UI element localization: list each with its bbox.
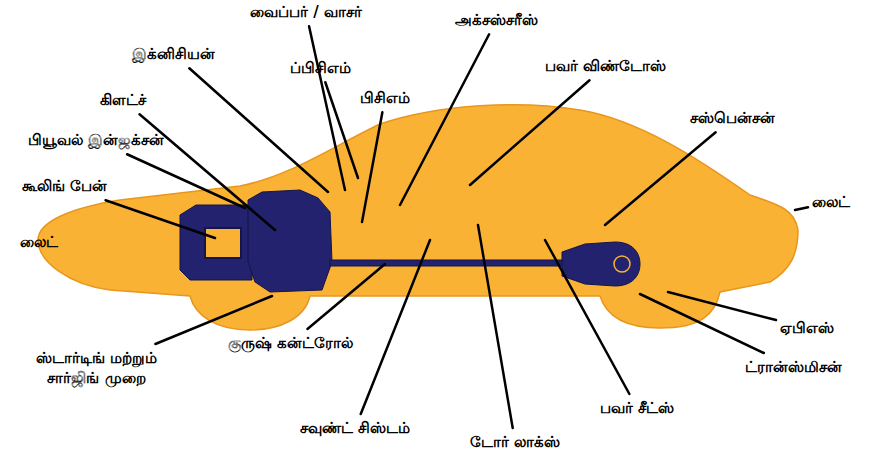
part-label: கிளட்ச் bbox=[100, 90, 146, 110]
part-label: சஸ்பென்சன் bbox=[690, 108, 775, 128]
part-label: லைட் bbox=[812, 192, 850, 212]
leader-line bbox=[362, 112, 382, 222]
part-label: டோர் லாக்ஸ் bbox=[470, 432, 560, 452]
leader-line bbox=[309, 26, 345, 190]
radiator-core bbox=[205, 228, 241, 258]
leader-line bbox=[307, 264, 385, 329]
part-label: ப்பிசிஎம் bbox=[290, 58, 351, 78]
part-label: அக்சஸ்சரீஸ் bbox=[455, 10, 538, 30]
leader-line bbox=[325, 82, 358, 178]
part-label: குருஷ் கன்ட்ரோல் bbox=[228, 333, 353, 353]
part-label: ட்ரான்ஸ்மிசன் bbox=[745, 357, 842, 377]
leader-line bbox=[640, 294, 764, 353]
wheel-hub bbox=[614, 256, 630, 272]
part-label: கூலிங் பேன் bbox=[22, 176, 107, 196]
leader-line bbox=[478, 225, 513, 428]
part-label: லைட் bbox=[20, 232, 58, 252]
leader-line bbox=[470, 80, 590, 185]
cooling-fan bbox=[180, 205, 252, 280]
part-label: சவுண்ட் சிஸ்டம் bbox=[300, 418, 410, 438]
leader-line bbox=[605, 132, 716, 225]
part-label: பவர் விண்டோஸ் bbox=[545, 56, 666, 76]
part-label: ஸ்டார்டிங் மற்றும் சார்ஜிங் முறை bbox=[14, 348, 179, 389]
part-label: வைப்பர் / வாசர் bbox=[250, 2, 362, 22]
leader-line bbox=[545, 240, 629, 394]
part-label: பியூவல் இன்ஜக்சன் bbox=[28, 130, 164, 150]
part-label: பவர் சீட்ஸ் bbox=[600, 398, 674, 418]
part-label: ஏபிஎஸ் bbox=[780, 318, 834, 338]
leader-line bbox=[795, 207, 808, 210]
rear-differential bbox=[562, 242, 640, 286]
engine-block bbox=[248, 190, 332, 292]
part-label: இக்னிசியன் bbox=[132, 44, 215, 64]
drive-shaft bbox=[330, 260, 565, 266]
leader-line bbox=[106, 200, 215, 238]
part-label: பிசிஎம் bbox=[360, 88, 410, 108]
drivetrain bbox=[180, 190, 640, 292]
leader-line bbox=[361, 240, 430, 414]
leader-line bbox=[127, 154, 245, 208]
